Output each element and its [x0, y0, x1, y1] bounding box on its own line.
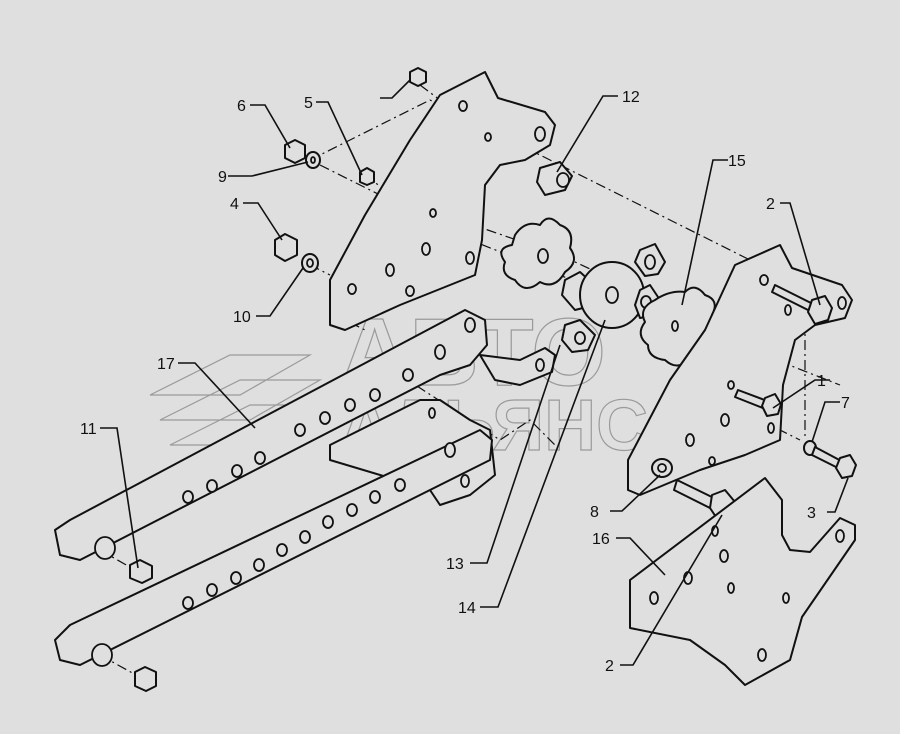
callout-labels: 1 2 2 3 4 5 6 7 8 9 10 11 12 13 14 15 16…	[80, 89, 850, 675]
callout-16: 16	[592, 531, 610, 548]
callout-8: 8	[590, 504, 599, 521]
hub-13-icon	[561, 243, 666, 353]
leader-lines	[100, 79, 849, 666]
fasteners-left	[129, 67, 427, 692]
callout-12: 12	[622, 89, 640, 106]
bolt-3-icon	[803, 440, 857, 479]
callout-2-upper: 2	[766, 196, 775, 213]
callout-10: 10	[233, 309, 251, 326]
upper-link-arm	[54, 309, 488, 561]
callout-6: 6	[237, 98, 246, 115]
nut-11-icon	[129, 559, 153, 584]
callout-7: 7	[841, 395, 850, 412]
callout-15: 15	[728, 153, 746, 170]
nut-4-icon	[274, 233, 298, 262]
left-mounting-plate	[329, 71, 556, 331]
bolt-1-icon	[734, 389, 782, 417]
callout-17: 17	[157, 356, 175, 373]
bolt-2-upper-icon	[771, 284, 833, 325]
top-nut-icon	[409, 67, 427, 87]
bolts	[651, 284, 857, 521]
right-mounting-plate	[627, 244, 853, 496]
lower-nut-icon	[134, 666, 157, 692]
callout-5: 5	[304, 95, 313, 112]
nut-5-icon	[359, 167, 375, 186]
callout-1: 1	[817, 373, 826, 390]
callout-2-lower: 2	[605, 658, 614, 675]
spacer-12-icon	[536, 161, 573, 196]
callout-9: 9	[218, 169, 227, 186]
callout-13: 13	[446, 556, 464, 573]
nut-6-icon	[284, 139, 306, 164]
callout-14: 14	[458, 600, 476, 617]
callout-3: 3	[807, 505, 816, 522]
callout-11: 11	[80, 421, 97, 438]
lower-link-arm	[54, 429, 493, 667]
star-knob-left-icon	[500, 217, 575, 289]
callout-4: 4	[230, 196, 239, 213]
center-components	[500, 161, 718, 367]
plate-16	[629, 477, 856, 686]
